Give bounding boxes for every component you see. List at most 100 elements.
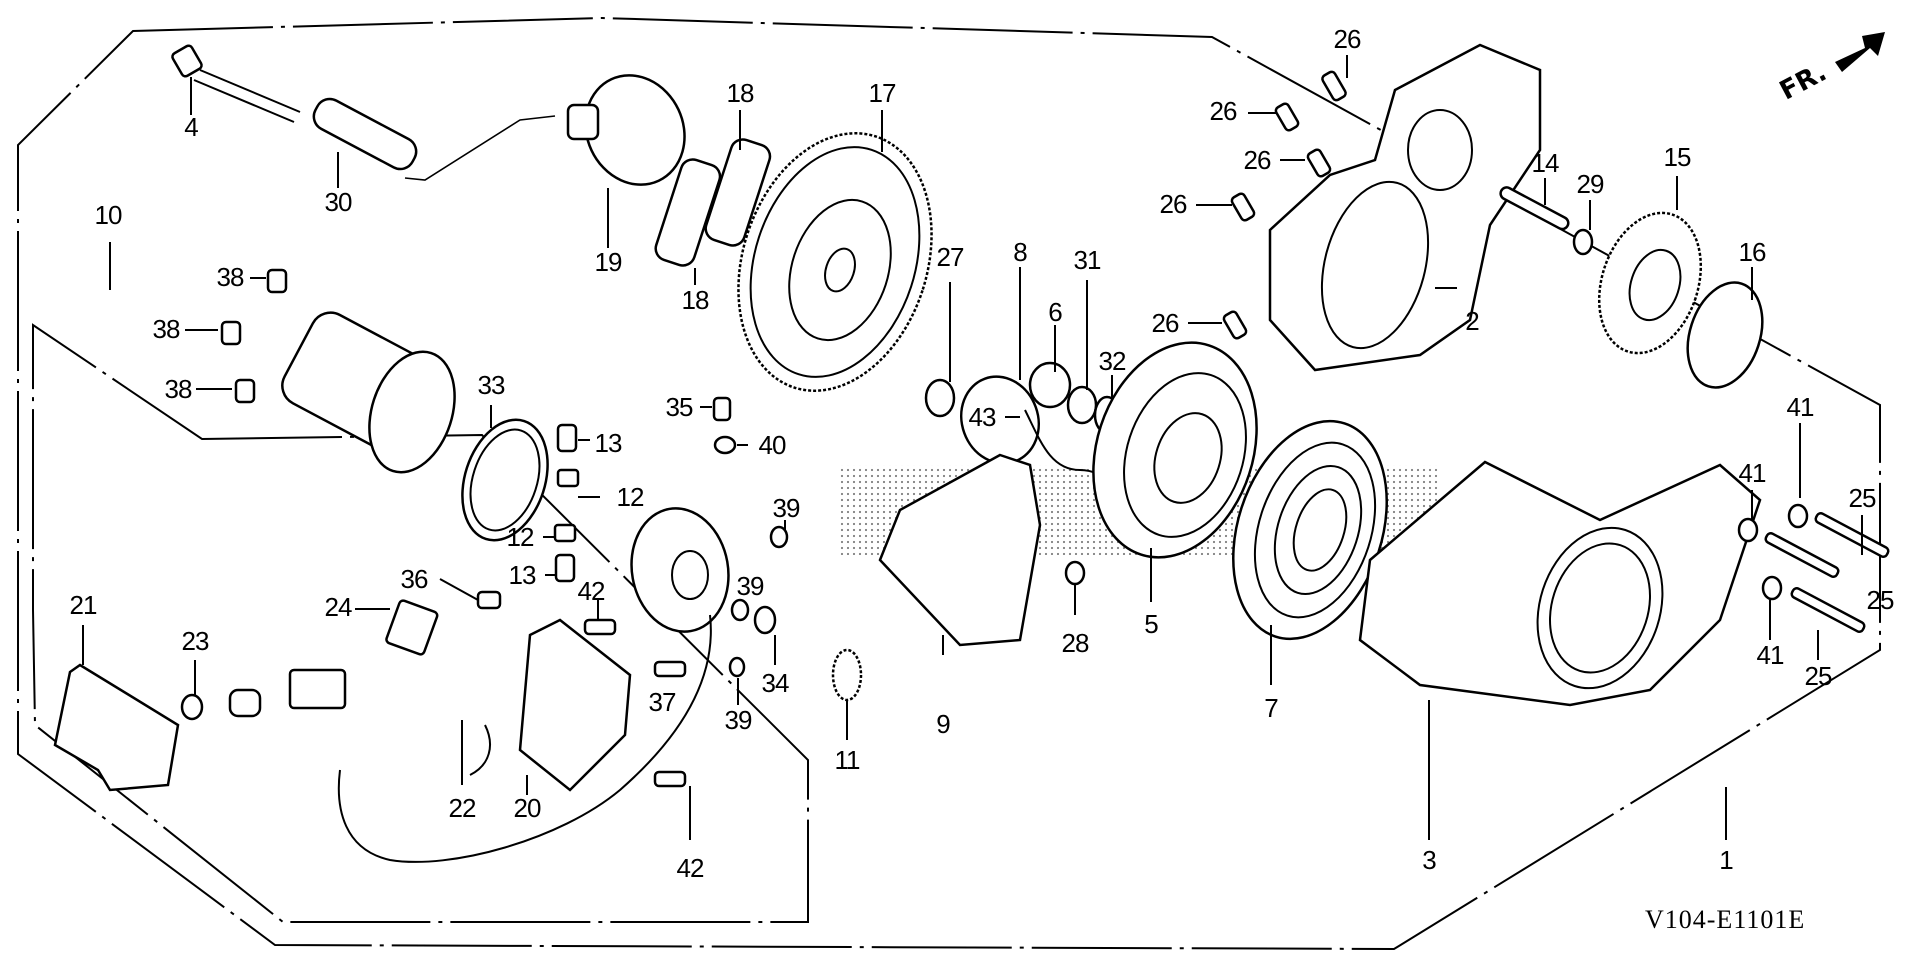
callout-26d: 26	[1159, 189, 1188, 219]
part-ring-gear-pulley	[737, 110, 933, 392]
callout-25b: 25	[1866, 585, 1895, 615]
callout-32: 32	[1098, 346, 1127, 376]
callout-39b: 39	[736, 571, 765, 601]
callout-21: 21	[69, 590, 98, 620]
front-direction-arrow-icon	[1835, 32, 1885, 72]
part-cover-21	[53, 625, 180, 792]
callout-18a: 18	[726, 78, 755, 108]
part-end-cover	[630, 507, 730, 633]
callout-12a: 12	[616, 482, 645, 512]
callout-30: 30	[324, 187, 353, 217]
callout-38c: 38	[164, 374, 193, 404]
callout-13a: 13	[594, 428, 623, 458]
callout-36: 36	[400, 564, 429, 594]
callout-41c: 41	[1756, 640, 1785, 670]
part-tapping-screws	[1188, 55, 1348, 340]
callout-22: 22	[448, 793, 477, 823]
callout-41a: 41	[1786, 392, 1815, 422]
callout-43: 43	[968, 402, 997, 432]
part-washer-27	[924, 282, 956, 418]
callout-35: 35	[665, 392, 694, 422]
part-long-bolt	[171, 44, 301, 123]
part-o-ring	[461, 405, 549, 542]
part-dampers	[654, 110, 772, 285]
part-coupling	[566, 74, 686, 248]
callout-1: 1	[1719, 845, 1734, 875]
callout-42b: 42	[676, 853, 705, 883]
callout-28: 28	[1061, 628, 1090, 658]
callout-26b: 26	[1209, 96, 1238, 126]
part-fan-cover	[1358, 460, 1762, 840]
part-nuts-39-washer-34	[728, 520, 789, 705]
callout-38a: 38	[216, 262, 245, 292]
part-grip-handle	[878, 453, 1042, 655]
callout-33: 33	[477, 370, 506, 400]
callout-10: 10	[94, 200, 123, 230]
callout-34: 34	[761, 668, 790, 698]
part-spring-6	[1028, 325, 1072, 409]
callout-2: 2	[1465, 306, 1480, 336]
callout-39a: 39	[772, 493, 801, 523]
callout-24: 24	[324, 592, 353, 622]
callout-27: 27	[936, 242, 965, 272]
part-collar-30	[312, 97, 418, 188]
part-washer-29	[1572, 200, 1594, 256]
callout-37: 37	[648, 687, 677, 717]
callout-19: 19	[594, 247, 623, 277]
callout-8: 8	[1013, 237, 1028, 267]
callout-15: 15	[1663, 142, 1692, 172]
part-starter-motor	[185, 268, 456, 474]
callout-26c: 26	[1243, 145, 1272, 175]
callout-5: 5	[1144, 609, 1159, 639]
callout-17: 17	[868, 78, 897, 108]
part-wiring-harness	[228, 614, 712, 863]
part-pinion-gear	[831, 648, 863, 740]
callout-18b: 18	[681, 285, 710, 315]
part-starter-case	[1268, 43, 1542, 372]
part-bolts-42-37	[583, 600, 691, 840]
callout-42a: 42	[577, 576, 606, 606]
callout-23: 23	[181, 626, 210, 656]
callout-4: 4	[184, 112, 199, 142]
callout-9: 9	[936, 709, 951, 739]
part-terminal-22	[461, 720, 491, 785]
callout-3: 3	[1422, 845, 1437, 875]
callout-29: 29	[1576, 169, 1605, 199]
part-screw-36	[439, 578, 502, 610]
callout-39c: 39	[724, 705, 753, 735]
assembly-frame-outer	[17, 16, 1881, 951]
part-collar-31	[1066, 280, 1098, 425]
callout-26e: 26	[1151, 308, 1180, 338]
part-ratchet	[960, 267, 1040, 465]
part-bracket-24	[355, 599, 439, 656]
part-screws-35-40	[700, 396, 748, 455]
part-brushes	[543, 423, 600, 583]
part-end-cover-20	[518, 618, 632, 795]
callout-14: 14	[1531, 148, 1560, 178]
callout-31: 31	[1073, 245, 1102, 275]
callout-38b: 38	[152, 314, 181, 344]
callout-7: 7	[1264, 693, 1279, 723]
leader-30-19	[404, 115, 556, 181]
part-washers-bolts-right	[1737, 423, 1890, 660]
callout-25c: 25	[1804, 661, 1833, 691]
part-starter-pulley	[1092, 341, 1258, 602]
callout-6: 6	[1048, 297, 1063, 327]
callout-12b: 12	[506, 522, 535, 552]
part-starter-clutch	[1686, 267, 1764, 389]
callout-26a: 26	[1333, 24, 1362, 54]
callout-25a: 25	[1848, 483, 1877, 513]
assembly-frame-inner	[32, 323, 809, 923]
part-grommet	[180, 660, 204, 721]
diagram-reference-code: V104-E1101E	[1645, 905, 1806, 934]
callout-20: 20	[513, 793, 542, 823]
part-shaft	[1499, 178, 1570, 231]
callout-11: 11	[834, 745, 861, 775]
callout-13b: 13	[508, 560, 537, 590]
part-reduction-gear	[1597, 176, 1703, 355]
callout-40: 40	[758, 430, 787, 460]
part-nut-28	[1064, 560, 1086, 615]
callout-16: 16	[1738, 237, 1767, 267]
callout-41b: 41	[1738, 458, 1767, 488]
